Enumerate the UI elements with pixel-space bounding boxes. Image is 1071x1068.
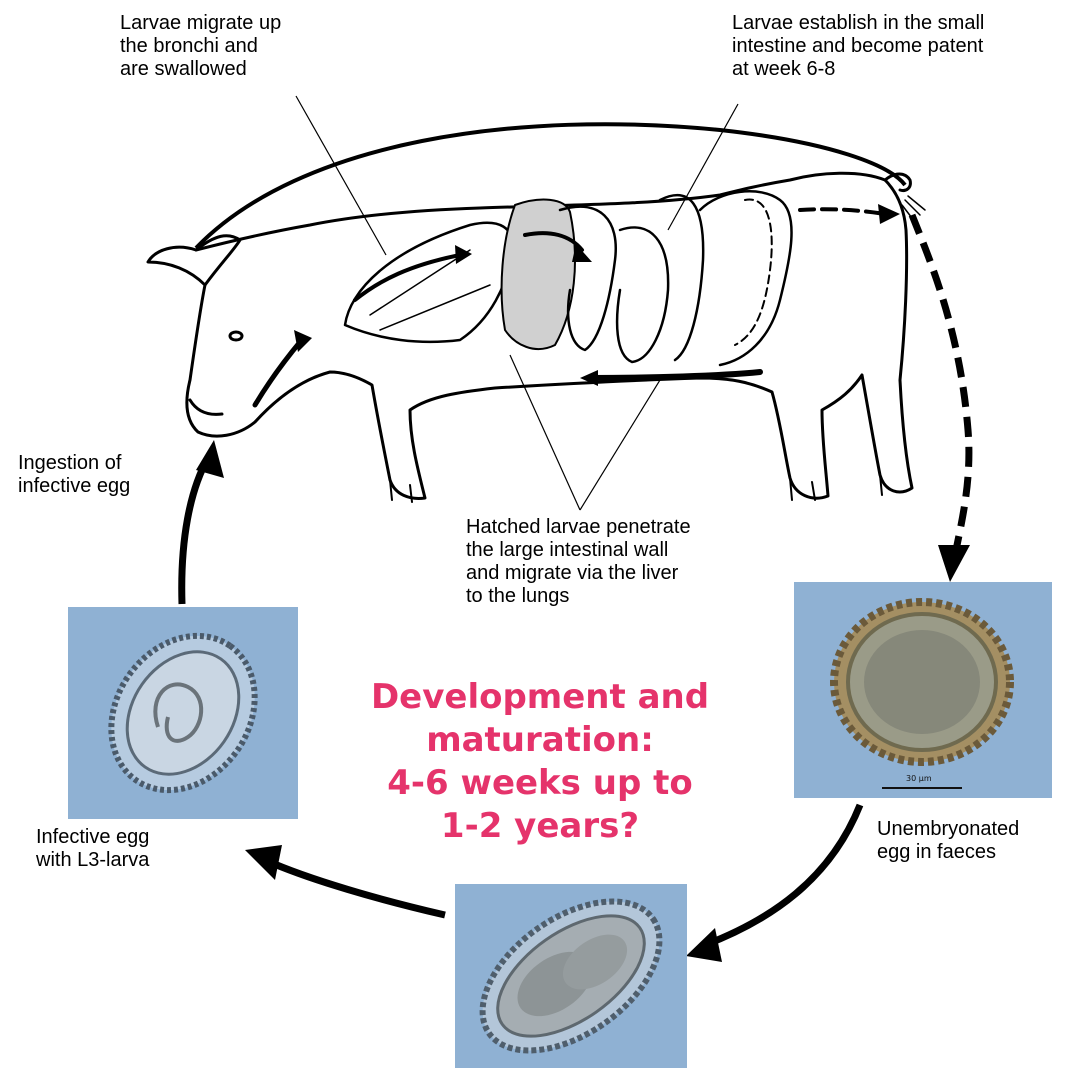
development-maturation-title: Development and maturation: 4-6 weeks up… — [330, 676, 750, 848]
infective-arrow — [265, 860, 445, 915]
label-ingestion: Ingestion of infective egg — [18, 452, 130, 498]
pig-migration-arrowheads — [294, 204, 900, 386]
faeces-dashed-arrow — [912, 215, 969, 555]
embryonation-arrowhead — [686, 928, 722, 962]
infective-arrowhead — [245, 845, 282, 880]
label-infective-egg: Infective egg with L3-larva — [36, 826, 149, 872]
unembryonated-egg-micrograph: 30 µm — [794, 582, 1052, 798]
ingestion-arrow — [182, 458, 208, 604]
label-hatched-larvae: Hatched larvae penetrate the large intes… — [466, 516, 691, 608]
scale-bar-label: 30 µm — [906, 774, 932, 783]
embryonating-egg-micrograph — [455, 884, 687, 1068]
infective-egg-micrograph — [68, 607, 298, 819]
pig-illustration-icon — [148, 173, 925, 502]
faeces-arrowhead — [938, 545, 970, 582]
label-bronchi: Larvae migrate up the bronchi and are sw… — [120, 12, 281, 81]
label-unembryonated-egg: Unembryonated egg in faeces — [877, 818, 1019, 864]
label-small-intestine: Larvae establish in the small intestine … — [732, 12, 984, 81]
